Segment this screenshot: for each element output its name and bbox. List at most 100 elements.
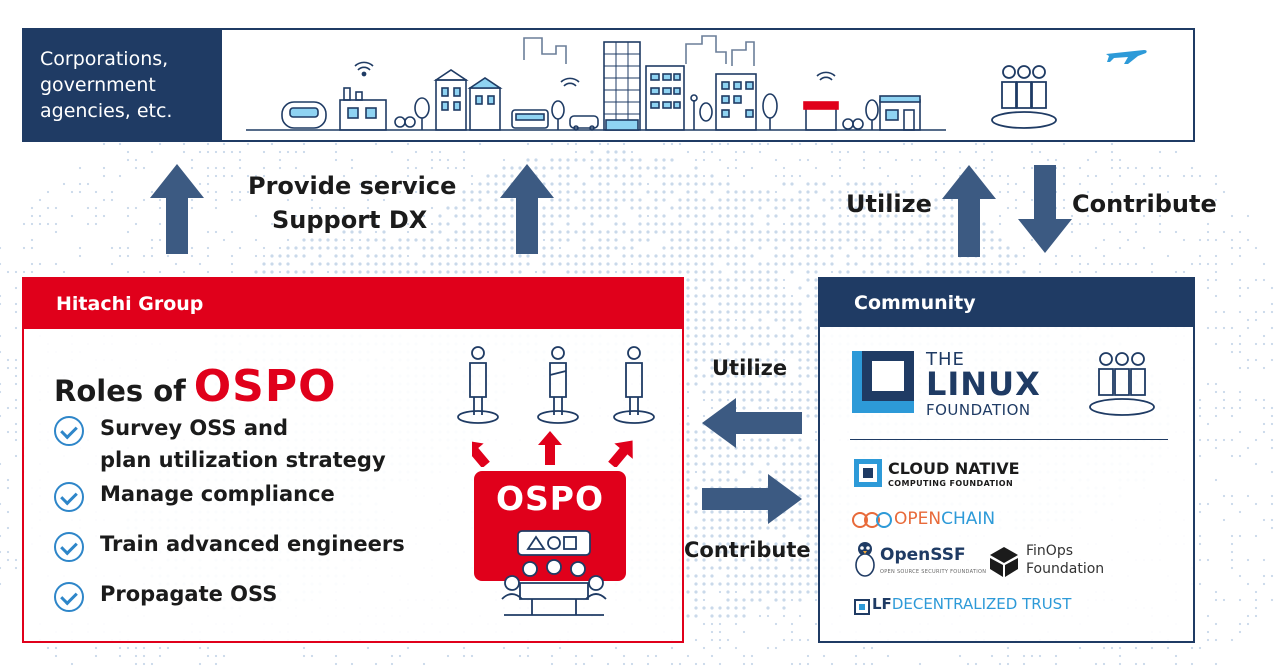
- globe-dot: [718, 526, 722, 530]
- globe-dot: [630, 158, 634, 162]
- globe-dot: [758, 190, 762, 194]
- globe-dot: [694, 254, 698, 258]
- globe-dot: [814, 294, 818, 298]
- globe-dot: [750, 214, 754, 218]
- globe-dot: [1078, 198, 1082, 202]
- globe-dot: [798, 246, 802, 250]
- globe-dot: [614, 206, 618, 210]
- globe-dot: [590, 174, 594, 178]
- globe-dot: [870, 254, 874, 258]
- globe-dot: [774, 382, 778, 386]
- globe-dot: [574, 150, 578, 154]
- globe-dot: [454, 262, 458, 266]
- globe-dot: [1222, 438, 1226, 442]
- globe-dot: [782, 390, 786, 394]
- globe-dot: [382, 270, 386, 274]
- globe-dot: [582, 230, 586, 234]
- globe-dot: [726, 254, 730, 258]
- globe-dot: [606, 166, 610, 170]
- globe-dot: [702, 294, 706, 298]
- globe-dot: [710, 150, 714, 154]
- globe-dot: [814, 430, 818, 434]
- globe-dot: [310, 270, 314, 274]
- globe-dot: [318, 246, 322, 250]
- globe-dot: [502, 230, 506, 234]
- globe-dot: [966, 270, 970, 274]
- globe-dot: [686, 526, 690, 530]
- globe-dot: [710, 238, 714, 242]
- globe-dot: [478, 198, 482, 202]
- globe-dot: [902, 230, 906, 234]
- globe-dot: [638, 158, 642, 162]
- globe-dot: [654, 166, 658, 170]
- globe-dot: [6, 526, 10, 530]
- globe-dot: [374, 142, 378, 146]
- globe-dot: [350, 238, 354, 242]
- globe-dot: [670, 246, 674, 250]
- globe-dot: [1262, 398, 1266, 402]
- globe-dot: [478, 270, 482, 274]
- globe-dot: [958, 166, 962, 170]
- globe-dot: [702, 246, 706, 250]
- globe-dot: [718, 302, 722, 306]
- globe-dot: [374, 214, 378, 218]
- globe-dot: [846, 238, 850, 242]
- globe-dot: [174, 262, 178, 266]
- globe-dot: [726, 182, 730, 186]
- globe-dot: [590, 222, 594, 226]
- globe-dot: [774, 302, 778, 306]
- globe-dot: [566, 190, 570, 194]
- globe-dot: [758, 230, 762, 234]
- globe-dot: [782, 406, 786, 410]
- globe-dot: [710, 278, 714, 282]
- globe-dot: [14, 422, 18, 426]
- globe-dot: [694, 510, 698, 514]
- globe-dot: [718, 318, 722, 322]
- globe-dot: [806, 342, 810, 346]
- globe-dot: [1238, 286, 1242, 290]
- globe-dot: [566, 174, 570, 178]
- globe-dot: [694, 470, 698, 474]
- globe-dot: [918, 158, 922, 162]
- globe-dot: [606, 206, 610, 210]
- globe-dot: [6, 430, 10, 434]
- globe-dot: [1254, 318, 1258, 322]
- globe-dot: [158, 206, 162, 210]
- globe-dot: [926, 230, 930, 234]
- globe-dot: [262, 166, 266, 170]
- globe-dot: [750, 302, 754, 306]
- globe-dot: [262, 270, 266, 274]
- globe-dot: [214, 198, 218, 202]
- globe-dot: [646, 190, 650, 194]
- globe-dot: [270, 270, 274, 274]
- globe-dot: [126, 230, 130, 234]
- globe-dot: [182, 142, 186, 146]
- globe-dot: [814, 190, 818, 194]
- globe-dot: [486, 206, 490, 210]
- globe-dot: [686, 302, 690, 306]
- globe-dot: [374, 222, 378, 226]
- globe-dot: [630, 262, 634, 266]
- globe-dot: [1182, 238, 1186, 242]
- globe-dot: [1110, 158, 1114, 162]
- globe-dot: [806, 478, 810, 482]
- globe-dot: [694, 166, 698, 170]
- globe-dot: [406, 174, 410, 178]
- globe-dot: [1246, 238, 1250, 242]
- globe-dot: [438, 254, 442, 258]
- globe-dot: [1054, 262, 1058, 266]
- globe-dot: [686, 278, 690, 282]
- globe-dot: [774, 374, 778, 378]
- globe-dot: [382, 262, 386, 266]
- globe-dot: [758, 326, 762, 330]
- globe-dot: [806, 254, 810, 258]
- globe-dot: [574, 158, 578, 162]
- globe-dot: [1230, 494, 1234, 498]
- globe-dot: [814, 342, 818, 346]
- globe-dot: [566, 142, 570, 146]
- globe-dot: [238, 158, 242, 162]
- globe-dot: [926, 222, 930, 226]
- globe-dot: [382, 246, 386, 250]
- globe-dot: [766, 406, 770, 410]
- globe-dot: [1238, 350, 1242, 354]
